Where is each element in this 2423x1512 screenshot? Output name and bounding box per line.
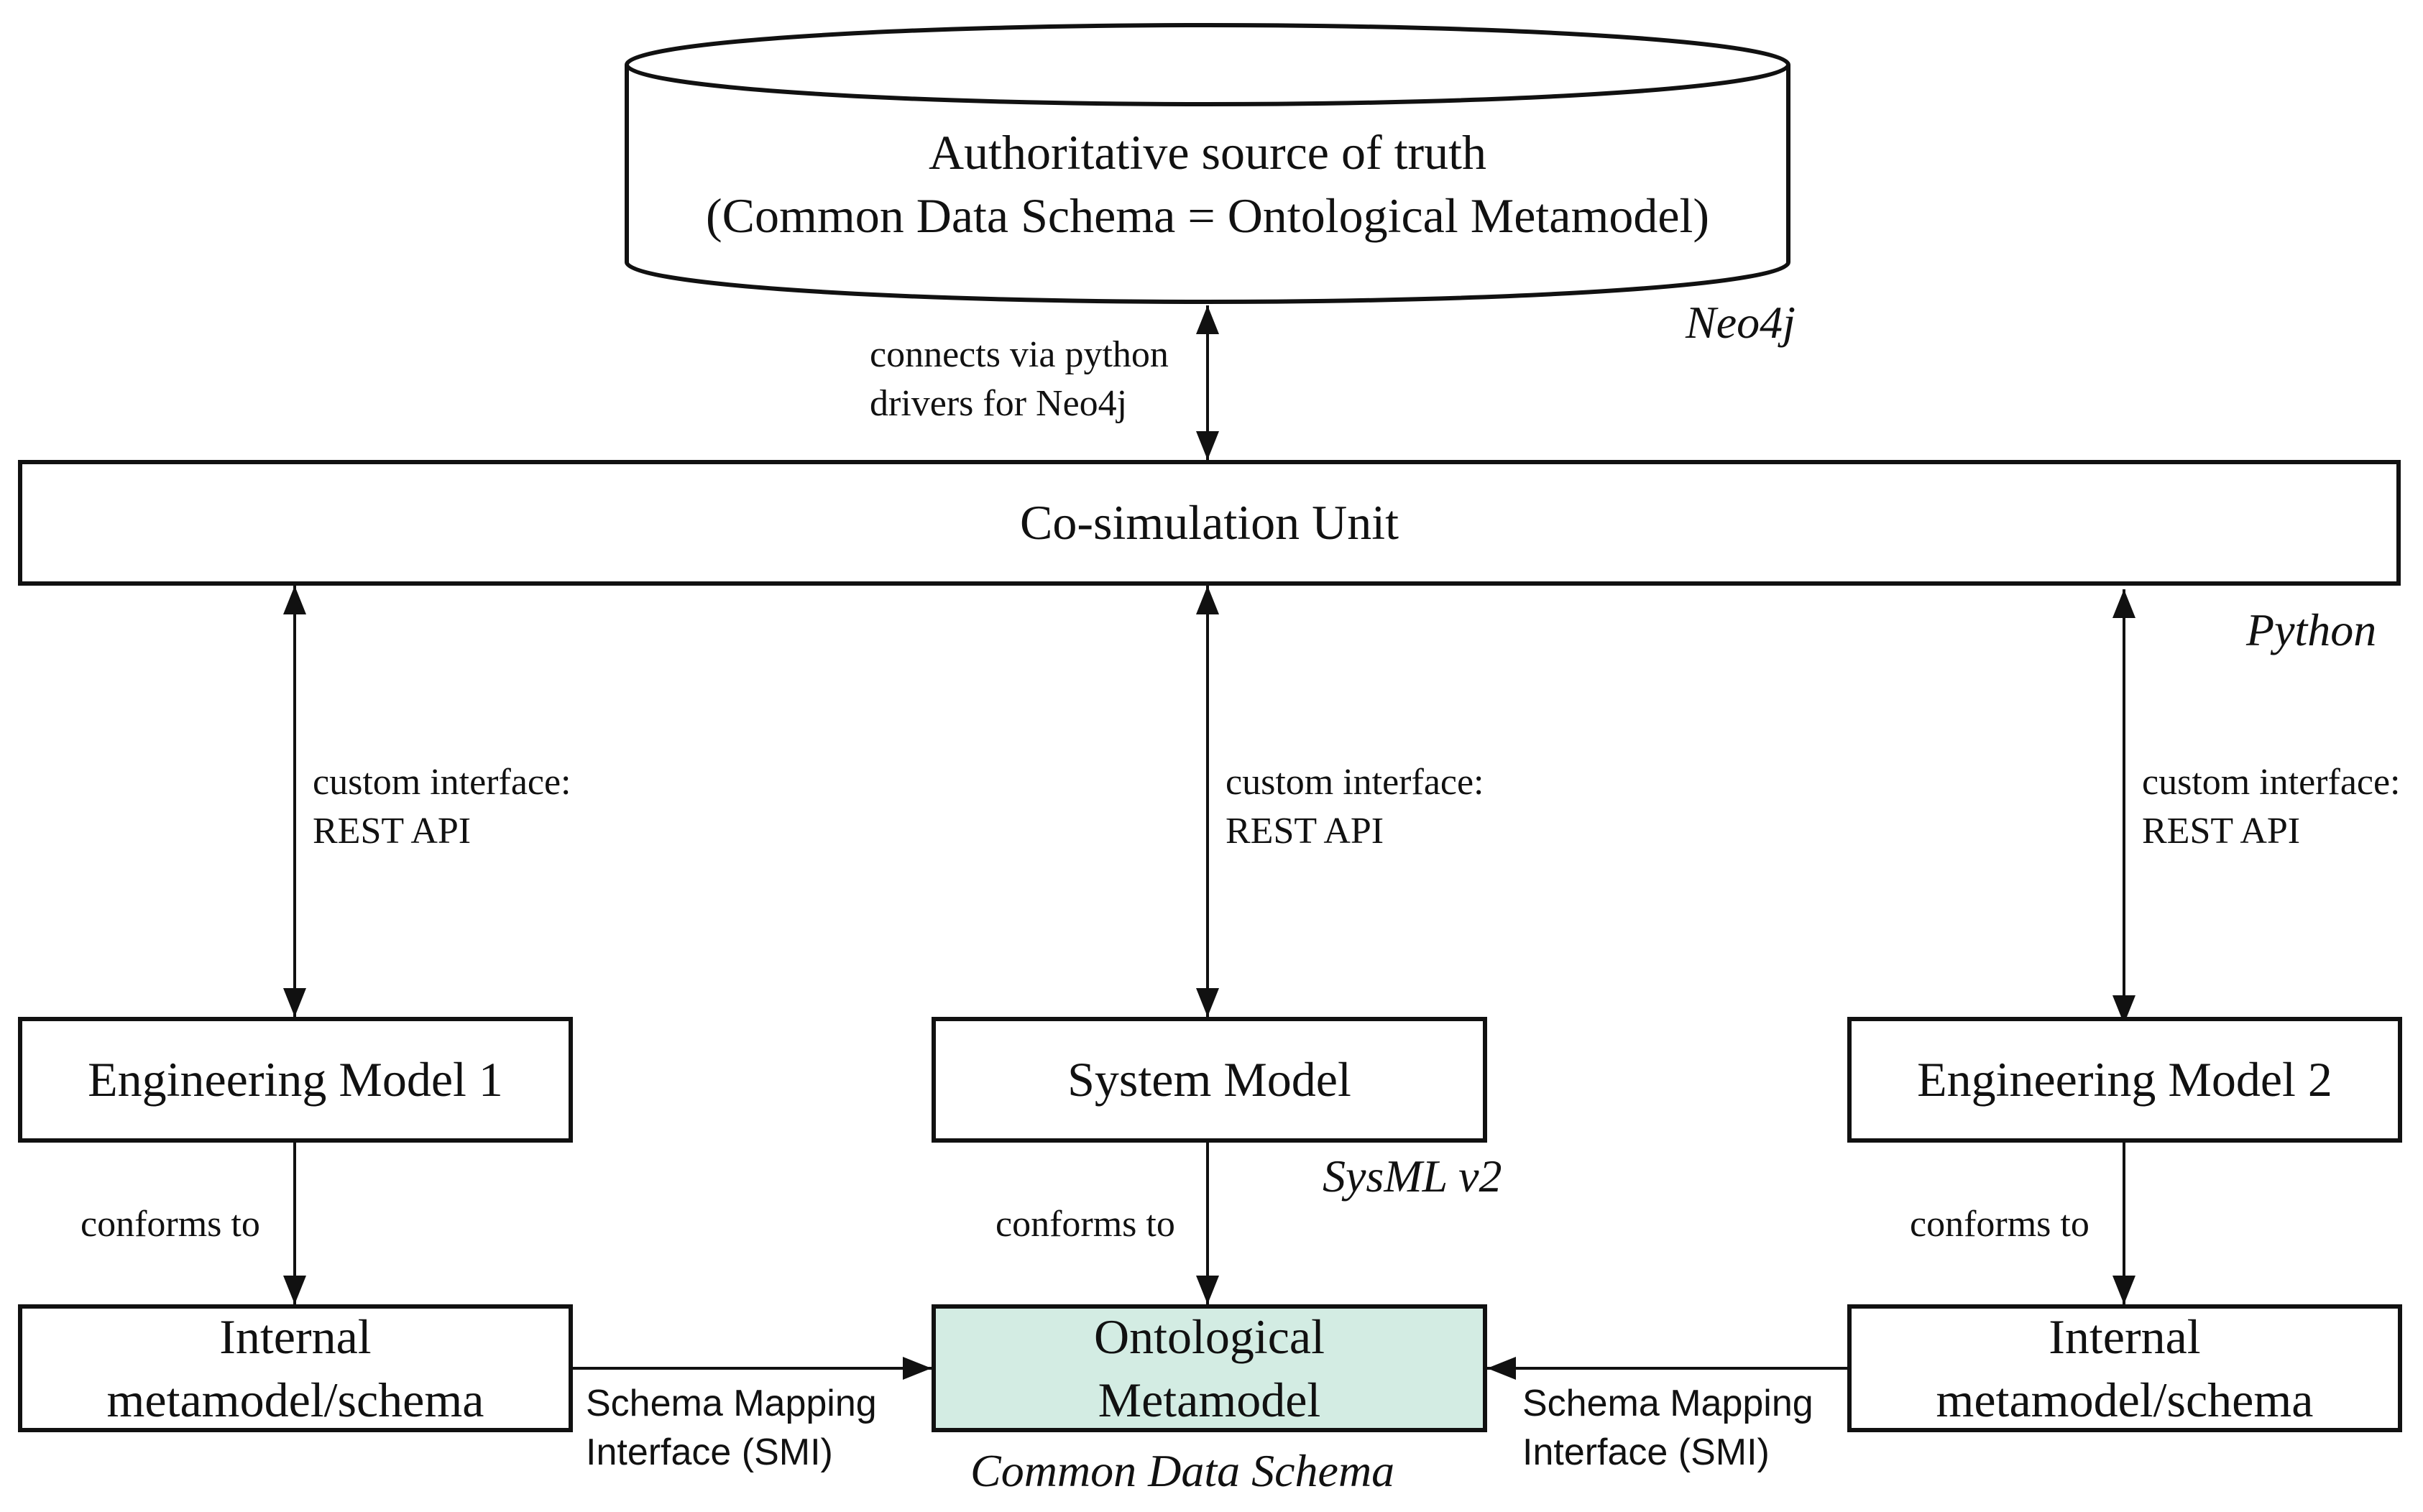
interface-center-line1: custom interface:: [1226, 762, 1484, 803]
system-model-tech-label: SysML v2: [1323, 1151, 1502, 1202]
smi-left-line2: Interface (SMI): [586, 1431, 833, 1473]
db-connection-label: connects via python drivers for Neo4j: [870, 331, 1169, 428]
common-data-schema-caption: Common Data Schema: [970, 1445, 1395, 1496]
engineering-model-2-label: Engineering Model 2: [1917, 1052, 2332, 1107]
interface-right-label: custom interface: REST API: [2142, 758, 2401, 855]
ontological-metamodel-line2: Metamodel: [1098, 1373, 1321, 1427]
conforms-right-label: conforms to: [1910, 1204, 2089, 1245]
database-label-line2: (Common Data Schema = Ontological Metamo…: [705, 188, 1710, 244]
interface-left-label: custom interface: REST API: [313, 758, 571, 855]
interface-right-line1: custom interface:: [2142, 762, 2401, 803]
internal-metamodel-right-line1: Internal: [2049, 1309, 2201, 1364]
ontological-metamodel-line1: Ontological: [1093, 1309, 1325, 1364]
db-connection-label-line2: drivers for Neo4j: [870, 382, 1128, 424]
interface-left-line1: custom interface:: [313, 762, 571, 803]
database-label: Authoritative source of truth (Common Da…: [625, 121, 1790, 248]
system-model-label: System Model: [1067, 1052, 1351, 1107]
interface-center-line2: REST API: [1226, 810, 1384, 852]
interface-center-label: custom interface: REST API: [1226, 758, 1484, 855]
db-connection-label-line1: connects via python: [870, 334, 1169, 375]
internal-metamodel-left-line2: metamodel/schema: [106, 1373, 484, 1427]
database-tech-label: Neo4j: [1686, 297, 1796, 348]
cosim-unit-label: Co-simulation Unit: [1020, 495, 1399, 550]
internal-metamodel-left-box: Internal metamodel/schema: [18, 1304, 573, 1432]
internal-metamodel-right-line2: metamodel/schema: [1936, 1373, 2314, 1427]
smi-right-line1: Schema Mapping: [1522, 1383, 1813, 1424]
conforms-left-label: conforms to: [81, 1204, 260, 1245]
internal-metamodel-right-box: Internal metamodel/schema: [1847, 1304, 2402, 1432]
smi-right-label: Schema Mapping Interface (SMI): [1522, 1380, 1813, 1477]
cosim-tech-label: Python: [2246, 604, 2377, 655]
smi-left-line1: Schema Mapping: [586, 1383, 877, 1424]
database-cylinder: [625, 23, 1790, 304]
interface-right-line2: REST API: [2142, 810, 2301, 852]
interface-left-line2: REST API: [313, 810, 472, 852]
system-model-box: System Model: [932, 1017, 1487, 1143]
smi-left-label: Schema Mapping Interface (SMI): [586, 1380, 877, 1477]
smi-right-line2: Interface (SMI): [1522, 1431, 1770, 1473]
database-label-line1: Authoritative source of truth: [928, 125, 1487, 180]
engineering-model-1-label: Engineering Model 1: [88, 1052, 503, 1107]
engineering-model-1-box: Engineering Model 1: [18, 1017, 573, 1143]
internal-metamodel-left-line1: Internal: [219, 1309, 372, 1364]
cosim-unit-box: Co-simulation Unit: [18, 460, 2401, 586]
conforms-center-label: conforms to: [996, 1204, 1175, 1245]
engineering-model-2-box: Engineering Model 2: [1847, 1017, 2402, 1143]
ontological-metamodel-box: Ontological Metamodel: [932, 1304, 1487, 1432]
